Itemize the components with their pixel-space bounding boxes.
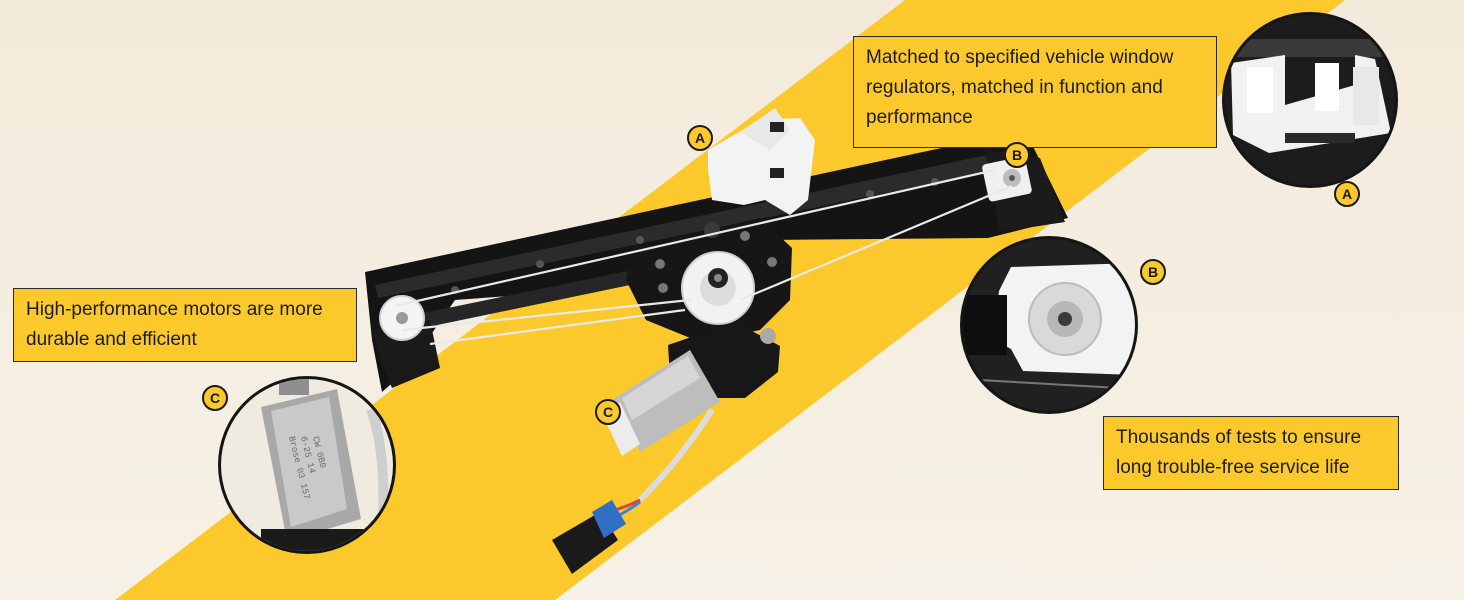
carrier-clip-detail	[1225, 15, 1395, 185]
pulley-drum	[681, 251, 755, 325]
callout-matched-regulators: Matched to specified vehicle window regu…	[853, 36, 1217, 148]
zoom-circle-pulley	[960, 236, 1138, 414]
zoom-circle-motor: Brose 03 157 6-25 14 CW 0B0	[218, 376, 396, 554]
zoom-circle-carrier-clip	[1222, 12, 1398, 188]
badge-a-product: A	[687, 125, 713, 151]
badge-b-zoom: B	[1140, 259, 1166, 285]
regulator-cables	[394, 168, 1013, 346]
motor-detail: Brose 03 157 6-25 14 CW 0B0	[221, 379, 393, 551]
electrical-connector	[552, 500, 626, 574]
glass-carrier-clip	[708, 108, 815, 215]
callout-thousands-of-tests: Thousands of tests to ensure long troubl…	[1103, 416, 1399, 490]
badge-b-product: B	[1004, 142, 1030, 168]
badge-a-zoom: A	[1334, 181, 1360, 207]
pulley-detail	[963, 239, 1135, 411]
callout-high-performance-motors: High-performance motors are more durable…	[13, 288, 357, 362]
badge-c-product: C	[595, 399, 621, 425]
badge-c-zoom: C	[202, 385, 228, 411]
left-pulley	[379, 295, 425, 341]
